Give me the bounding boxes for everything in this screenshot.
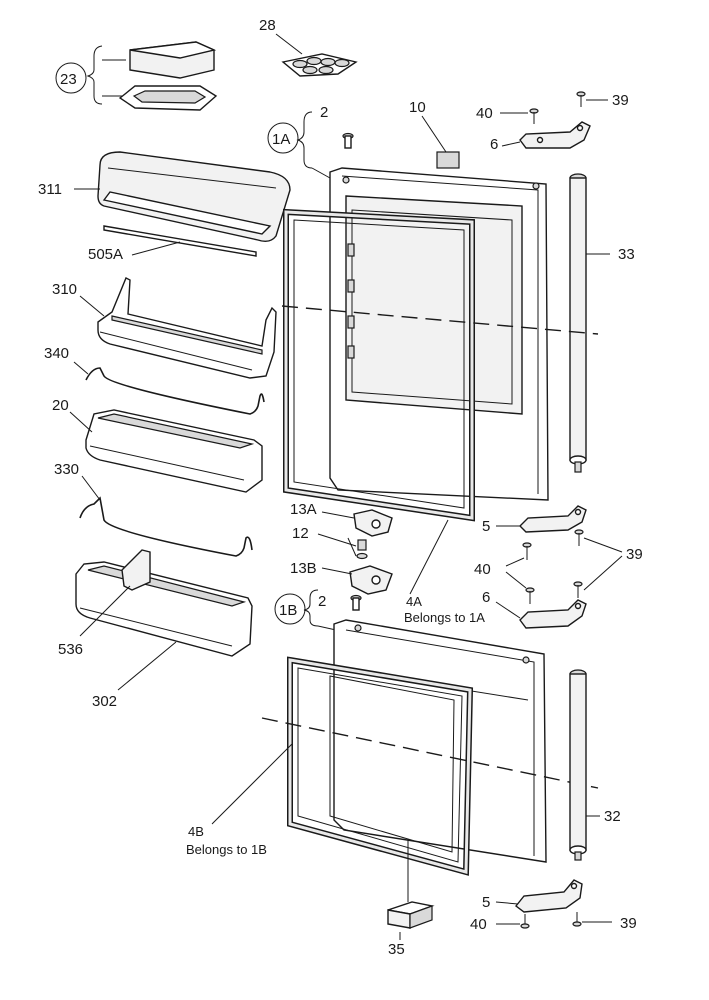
label-311: 311 (38, 181, 62, 198)
label-39-middle: 39 (626, 546, 643, 563)
hinge-cover-part (436, 151, 460, 169)
hinge-5-middle-part (519, 505, 587, 533)
screw-39-middle-a-part (574, 529, 584, 546)
hinge-bracket-13a-part (353, 509, 393, 537)
label-505a: 505A (88, 246, 123, 263)
label-4a: 4A (406, 594, 422, 609)
upper-assembly-axis (281, 305, 599, 335)
label-4b: 4B (188, 824, 204, 839)
label-1b: 1B (279, 602, 297, 619)
label-5-bottom: 5 (482, 894, 490, 911)
egg-tray-part (281, 53, 358, 77)
label-2-upper: 2 (320, 104, 328, 121)
lower-door-part (333, 619, 547, 863)
lower-assembly-axis (261, 717, 599, 789)
label-20: 20 (52, 397, 69, 414)
label-2-lower: 2 (318, 593, 326, 610)
label-4b-note: Belongs to 1B (186, 842, 267, 857)
handle-33-part (569, 173, 587, 473)
door-bin-310-part (97, 277, 277, 379)
screw-39-top-part (576, 91, 586, 107)
upper-gasket-part (283, 208, 475, 522)
screw-40-middle-part (522, 542, 532, 560)
screw-40-top-part (529, 108, 539, 124)
label-302: 302 (92, 693, 117, 710)
label-33: 33 (618, 246, 635, 263)
label-340: 340 (44, 345, 69, 362)
trim-strip-505a-part (103, 225, 257, 257)
dairy-box-part (118, 41, 218, 111)
label-310: 310 (52, 281, 77, 298)
label-4a-note: Belongs to 1A (404, 610, 485, 625)
lower-gasket-part (287, 656, 474, 876)
upper-door-part (329, 167, 549, 501)
label-6-top: 6 (490, 136, 498, 153)
label-13a: 13A (290, 501, 317, 518)
door-bin-302-part (75, 561, 253, 657)
wire-rail-340-part (85, 367, 265, 415)
label-13b: 13B (290, 560, 317, 577)
label-1a: 1A (272, 131, 290, 148)
label-40-bottom: 40 (470, 916, 487, 933)
label-330: 330 (54, 461, 79, 478)
hinge-pin-upper-part (342, 132, 354, 149)
label-23: 23 (60, 71, 77, 88)
bushing-12-part (356, 539, 368, 560)
label-12: 12 (292, 525, 309, 542)
stopper-35-part (387, 901, 435, 929)
screw-39-middle-b-part (573, 581, 583, 598)
screw-40-middle-b-part (525, 587, 535, 604)
handle-32-part (569, 669, 587, 861)
door-bin-20-part (85, 409, 263, 493)
label-35: 35 (388, 941, 405, 958)
label-28: 28 (259, 17, 276, 34)
label-6-middle: 6 (482, 589, 490, 606)
divider-536-part (121, 549, 151, 591)
label-39-top: 39 (612, 92, 629, 109)
screw-40-bottom-part (520, 914, 530, 929)
hinge-pin-lower-part (350, 594, 362, 611)
hinge-bracket-13b-part (349, 565, 393, 595)
label-39-bottom: 39 (620, 915, 637, 932)
label-32: 32 (604, 808, 621, 825)
hinge-5-bottom-part (515, 879, 583, 913)
label-40-middle: 40 (474, 561, 491, 578)
wire-rail-330-part (79, 496, 253, 557)
label-10: 10 (409, 99, 426, 116)
shelf-cover-311-part (97, 151, 291, 243)
hinge-6-middle-part (519, 599, 587, 629)
hinge-6-top-part (519, 121, 591, 149)
label-5-middle: 5 (482, 518, 490, 535)
screw-39-bottom-part (572, 912, 582, 927)
label-40-top: 40 (476, 105, 493, 122)
label-536: 536 (58, 641, 83, 658)
